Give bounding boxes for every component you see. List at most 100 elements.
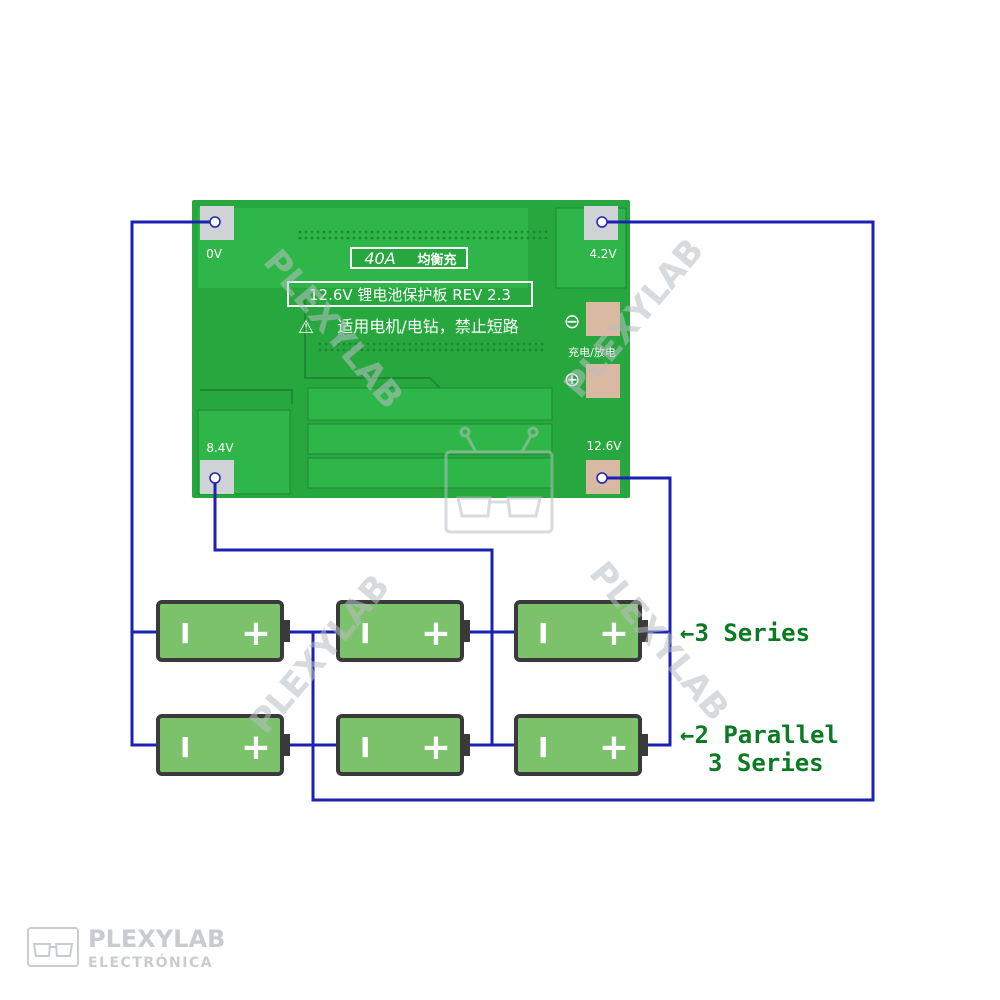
pcb-trace bbox=[200, 389, 293, 404]
pcb-via bbox=[394, 230, 398, 234]
pad-label-4v2: 4.2V bbox=[589, 247, 617, 261]
pcb-via bbox=[426, 342, 430, 346]
pcb-copper-strip bbox=[307, 457, 553, 489]
pcb-via bbox=[478, 236, 482, 240]
board-header-right: 均衡充 bbox=[417, 252, 456, 268]
pcb-via bbox=[520, 230, 524, 234]
pcb-via bbox=[418, 230, 422, 234]
pcb-via bbox=[474, 348, 478, 352]
battery-negative-mark: I bbox=[360, 731, 370, 764]
wire-8v4 bbox=[213, 478, 494, 745]
pcb-via bbox=[532, 230, 536, 234]
pad-charge-minus bbox=[586, 302, 620, 336]
pcb-via bbox=[342, 348, 346, 352]
pcb-via bbox=[516, 342, 520, 346]
pcb-via bbox=[324, 348, 328, 352]
battery-terminal bbox=[282, 620, 290, 642]
pcb-via bbox=[538, 230, 542, 234]
pcb-via bbox=[378, 342, 382, 346]
pad-contact-12v6 bbox=[596, 472, 608, 484]
pcb-via bbox=[486, 342, 490, 346]
pcb-via bbox=[364, 236, 368, 240]
pcb-via bbox=[502, 230, 506, 234]
pcb-via bbox=[382, 230, 386, 234]
pcb-via bbox=[514, 236, 518, 240]
brand-logo: PLEXYLAB ELECTRÓNICA bbox=[27, 925, 225, 971]
robot-logo-icon bbox=[27, 927, 79, 967]
pcb-via bbox=[544, 236, 548, 240]
pcb-via bbox=[426, 348, 430, 352]
pcb-via bbox=[372, 342, 376, 346]
pcb-via bbox=[304, 230, 308, 234]
pcb-via bbox=[402, 342, 406, 346]
pcb-via bbox=[430, 236, 434, 240]
pcb-via bbox=[450, 348, 454, 352]
pcb-via bbox=[484, 236, 488, 240]
pad-label-0v: 0V bbox=[206, 247, 223, 261]
pcb-via bbox=[480, 348, 484, 352]
pcb-via bbox=[330, 348, 334, 352]
battery-positive-mark: + bbox=[599, 613, 629, 654]
pcb-via bbox=[346, 236, 350, 240]
pcb-via bbox=[462, 342, 466, 346]
pcb-via bbox=[540, 342, 544, 346]
battery-cell: I+ bbox=[514, 600, 648, 662]
pad-contact-4v2 bbox=[596, 216, 608, 228]
pad-contact-0v bbox=[209, 216, 221, 228]
pcb-via bbox=[528, 342, 532, 346]
pcb-via bbox=[370, 230, 374, 234]
pcb-via bbox=[528, 348, 532, 352]
battery-negative-mark: I bbox=[538, 731, 548, 764]
pcb-via bbox=[330, 342, 334, 346]
battery-negative-mark: I bbox=[180, 731, 190, 764]
brand-logo-line1: PLEXYLAB bbox=[88, 925, 225, 953]
pcb-board: 40A 均衡充 12.6V 锂电池保护板 REV 2.3 ⚠ 适用电机/电钻，禁… bbox=[192, 200, 630, 498]
pcb-via bbox=[328, 230, 332, 234]
pcb-via bbox=[358, 236, 362, 240]
pcb-via bbox=[502, 236, 506, 240]
pcb-via bbox=[520, 236, 524, 240]
pcb-via bbox=[336, 342, 340, 346]
pcb-via bbox=[322, 230, 326, 234]
minus-symbol-icon: ⊖ bbox=[564, 309, 581, 333]
pcb-via bbox=[408, 342, 412, 346]
pcb-via bbox=[388, 236, 392, 240]
pcb-via bbox=[456, 348, 460, 352]
pcb-via bbox=[390, 342, 394, 346]
battery-positive-mark: + bbox=[421, 613, 451, 654]
pcb-via bbox=[366, 348, 370, 352]
pcb-via bbox=[490, 230, 494, 234]
pcb-via bbox=[496, 230, 500, 234]
pcb-via bbox=[454, 230, 458, 234]
battery-terminal bbox=[640, 734, 648, 756]
pcb-via bbox=[466, 230, 470, 234]
pcb-via bbox=[534, 342, 538, 346]
plus-symbol-icon: ⊕ bbox=[564, 367, 581, 391]
pcb-via bbox=[498, 342, 502, 346]
pcb-via bbox=[514, 230, 518, 234]
pcb-via bbox=[376, 236, 380, 240]
pcb-via bbox=[360, 342, 364, 346]
pcb-via bbox=[418, 236, 422, 240]
pcb-via bbox=[334, 230, 338, 234]
pcb-copper-strip bbox=[307, 423, 553, 455]
wiring bbox=[130, 220, 875, 802]
pcb-via bbox=[472, 230, 476, 234]
pcb-via bbox=[394, 236, 398, 240]
pcb-via bbox=[354, 342, 358, 346]
pcb-via bbox=[352, 230, 356, 234]
pcb-via bbox=[472, 236, 476, 240]
pcb-via bbox=[424, 230, 428, 234]
pcb-via bbox=[366, 342, 370, 346]
battery-cell: I+ bbox=[514, 714, 648, 776]
pcb-via bbox=[384, 342, 388, 346]
pcb-via bbox=[450, 342, 454, 346]
pcb-via bbox=[522, 348, 526, 352]
pcb-via bbox=[468, 348, 472, 352]
pcb-via bbox=[400, 230, 404, 234]
pcb-via bbox=[532, 236, 536, 240]
pcb-via bbox=[432, 342, 436, 346]
pcb-via bbox=[516, 348, 520, 352]
battery-negative-mark: I bbox=[360, 617, 370, 650]
pcb-via bbox=[442, 236, 446, 240]
